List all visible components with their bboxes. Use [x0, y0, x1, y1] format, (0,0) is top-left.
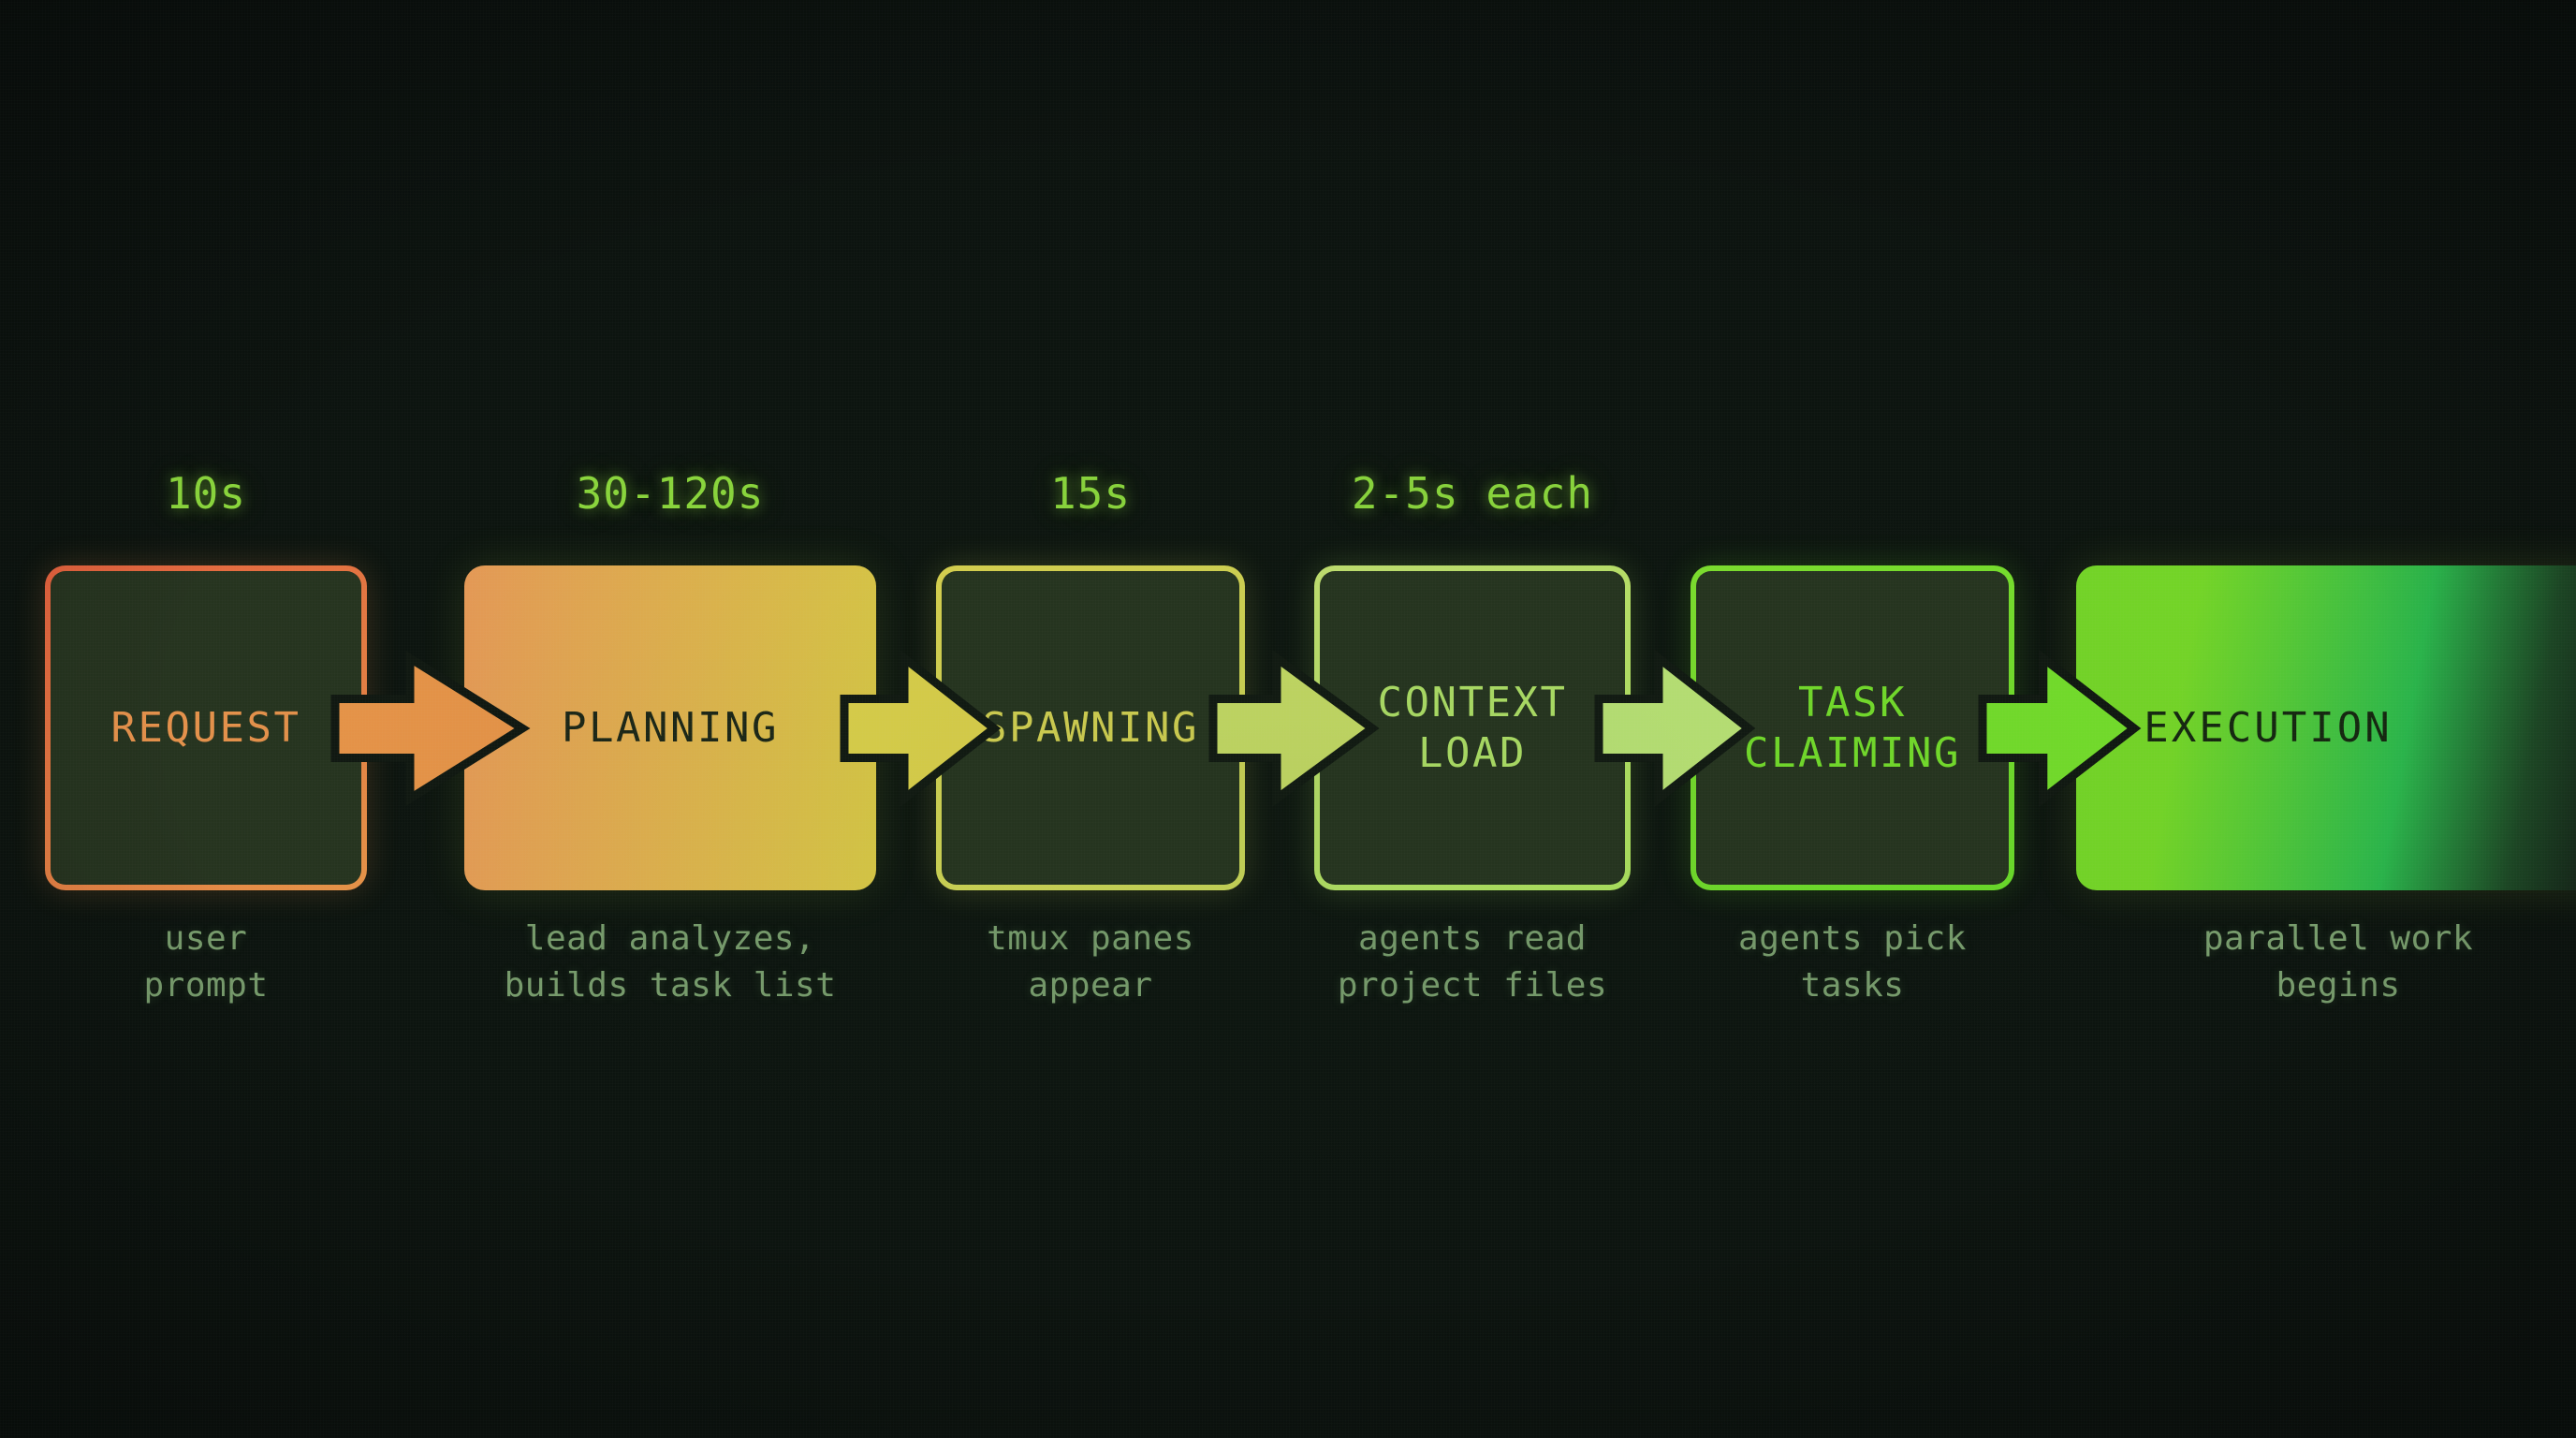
stage-caption-planning: lead analyzes, builds task list — [504, 919, 837, 1005]
stage-label-planning: PLANNING — [562, 703, 779, 752]
stage-label-execution: EXECUTION — [2144, 703, 2393, 752]
stage-caption-task-claiming: agents pick tasks — [1738, 919, 1967, 1005]
timing-label-context-load: 2-5s each — [1351, 468, 1594, 519]
flow-arrow-spawning-to-context-load — [1208, 649, 1380, 807]
flow-arrow-task-claiming-to-execution — [1978, 649, 2142, 807]
flow-arrow-planning-to-spawning — [840, 649, 1002, 807]
timing-label-request: 10s — [165, 468, 247, 519]
stage-caption-spawning: tmux panes appear — [987, 919, 1194, 1005]
stage-caption-context-load: agents read project files — [1337, 919, 1608, 1005]
stage-label-request: REQUEST — [110, 703, 301, 752]
stage-caption-request: user prompt — [143, 919, 269, 1005]
flow-arrow-context-load-to-task-claiming — [1594, 649, 1756, 807]
stage-label-context-load: CONTEXT LOAD — [1377, 678, 1568, 777]
stage-label-task-claiming: TASK CLAIMING — [1744, 678, 1961, 777]
timing-label-spawning: 15s — [1049, 468, 1132, 519]
timing-label-planning: 30-120s — [576, 468, 765, 519]
stage-box-request: REQUEST — [45, 565, 367, 890]
stage-caption-execution: parallel work begins — [2203, 919, 2474, 1005]
stage-box-planning: PLANNING — [464, 565, 876, 890]
stage-box-execution: EXECUTION — [2076, 565, 2576, 890]
stage-box-task-claiming: TASK CLAIMING — [1690, 565, 2014, 890]
stage-label-spawning: SPAWNING — [982, 703, 1199, 752]
flow-arrow-request-to-planning — [330, 650, 531, 806]
